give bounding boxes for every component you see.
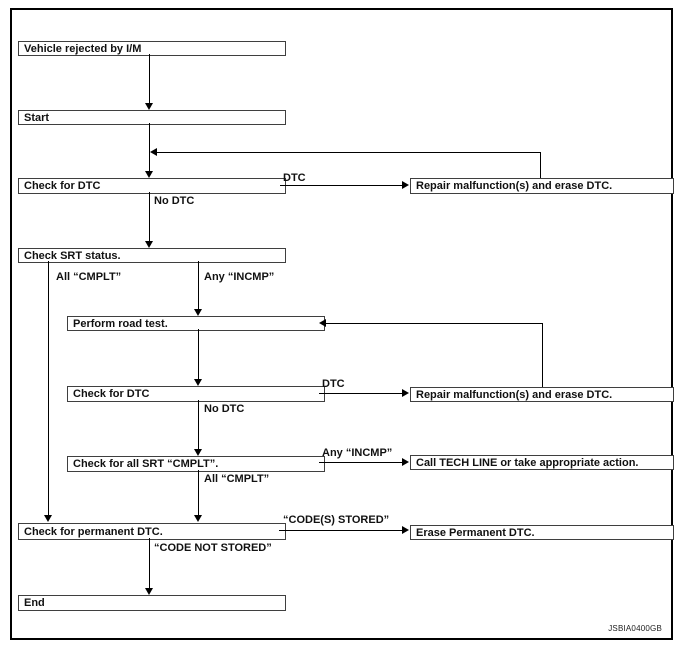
connector-line [319, 393, 403, 394]
flowchart-box-start: Start [18, 110, 286, 125]
arrowhead-down [145, 171, 153, 178]
arrowhead-down [194, 309, 202, 316]
edge-label-code-not-stored: “CODE NOT STORED” [154, 542, 272, 554]
connector-line [325, 323, 542, 324]
flowchart-box-check-dtc-2: Check for DTC [67, 386, 325, 402]
edge-label-dtc-2: DTC [322, 378, 345, 390]
connector-line [279, 530, 403, 531]
flowchart-box-end: End [18, 595, 286, 611]
edge-label-codes-stored: “CODE(S) STORED” [283, 514, 390, 526]
arrowhead-left [150, 148, 157, 156]
connector-line [149, 538, 150, 588]
connector-line [48, 261, 49, 516]
connector-line [149, 54, 150, 103]
arrowhead-right [402, 181, 409, 189]
connector-line [198, 400, 199, 449]
arrowhead-right [402, 458, 409, 466]
connector-line [156, 152, 540, 153]
arrowhead-down [145, 588, 153, 595]
edge-label-all-cmplt-left: All “CMPLT” [56, 271, 122, 283]
flowchart-box-check-all-srt-cmplt: Check for all SRT “CMPLT”. [67, 456, 325, 472]
connector-line [149, 192, 150, 241]
arrowhead-down [44, 515, 52, 522]
edge-label-dtc-1: DTC [283, 172, 306, 184]
connector-line [319, 462, 403, 463]
arrowhead-down [145, 241, 153, 248]
arrowhead-right [402, 389, 409, 397]
arrowhead-down [145, 103, 153, 110]
edge-label-any-incmp-mid: Any “INCMP” [204, 271, 275, 283]
flowchart-box-vehicle-rejected: Vehicle rejected by I/M [18, 41, 286, 56]
arrowhead-down [194, 515, 202, 522]
connector-line [540, 152, 541, 178]
flowchart-box-erase-permanent-dtc: Erase Permanent DTC. [410, 525, 674, 540]
connector-line [198, 470, 199, 516]
flowchart-box-repair-erase-dtc-2: Repair malfunction(s) and erase DTC. [410, 387, 674, 402]
flowchart-box-perform-road-test: Perform road test. [67, 316, 325, 331]
connector-line [542, 323, 543, 387]
arrowhead-left [319, 319, 326, 327]
diagram-frame [10, 8, 673, 640]
connector-line [149, 123, 150, 171]
connector-line [198, 261, 199, 309]
flowchart-box-repair-erase-dtc-1: Repair malfunction(s) and erase DTC. [410, 178, 674, 194]
flowchart-box-check-dtc-1: Check for DTC [18, 178, 286, 194]
arrowhead-right [402, 526, 409, 534]
flowchart-box-check-permanent-dtc: Check for permanent DTC. [18, 523, 286, 540]
connector-line [198, 329, 199, 379]
arrowhead-down [194, 379, 202, 386]
flowchart-box-check-srt-status: Check SRT status. [18, 248, 286, 263]
flowchart-box-call-tech-line: Call TECH LINE or take appropriate actio… [410, 455, 674, 470]
arrowhead-down [194, 449, 202, 456]
edge-label-no-dtc-1: No DTC [154, 195, 195, 207]
connector-line [280, 185, 403, 186]
edge-label-all-cmplt-2: All “CMPLT” [204, 473, 270, 485]
edge-label-any-incmp-2: Any “INCMP” [322, 447, 393, 459]
figure-code: JSBIA0400GB [608, 624, 662, 633]
edge-label-no-dtc-2: No DTC [204, 403, 245, 415]
